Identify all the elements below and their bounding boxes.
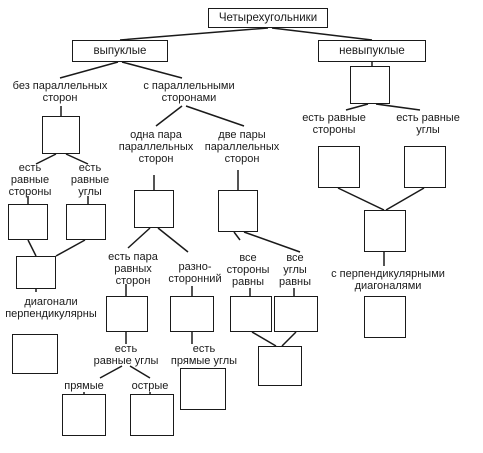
label-one-pair-parallel: одна пара параллельных сторон <box>118 129 194 165</box>
figure-box-kite-cross <box>16 256 56 289</box>
figure-box-nonconvex-merge <box>364 210 406 252</box>
label-acute: острые <box>131 380 169 392</box>
figure-box-right-trapezoid <box>180 368 226 410</box>
label-with-parallel-sides: с параллельными сторонами <box>143 80 235 104</box>
figure-box-one-pair <box>134 190 174 228</box>
label-nonconvex-equal-angles: есть равные углы <box>396 112 460 136</box>
figure-box-scalene-trapezoid <box>170 296 214 332</box>
label-diagonals-perpendicular: диагонали перпендикулярны <box>5 296 97 320</box>
figure-box-nonconvex-equal-angles <box>404 146 446 188</box>
figure-box-nonconvex <box>350 66 390 104</box>
figure-box-rectangle <box>274 296 318 332</box>
figure-box-perpendicular-diagonals <box>364 296 406 338</box>
label-scalene: разно- сторонний <box>168 261 222 285</box>
label-right-angles: есть прямые углы <box>170 343 238 367</box>
figure-box-rhombus <box>230 296 272 332</box>
figure-box-right-angles <box>62 394 106 436</box>
nonconvex-box: невыпуклые <box>318 40 426 62</box>
figure-box-diagonals-perpendicular <box>12 334 58 374</box>
label-no-parallel-sides: без параллельных сторон <box>12 80 108 104</box>
figure-box-two-pairs <box>218 190 258 232</box>
root-quadrilaterals-box: Четырехугольники <box>208 8 328 28</box>
figure-box-no-parallel <box>42 116 80 154</box>
label-equal-pair-sides: есть пара равных сторон <box>108 251 158 287</box>
label-all-sides-equal: все стороны равны <box>226 252 270 288</box>
figure-box-acute-angles <box>130 394 174 436</box>
label-equal-angles: есть равные углы <box>70 162 110 198</box>
label-equal-angles-trapezoid: есть равные углы <box>93 343 159 367</box>
label-right: прямые <box>64 380 104 392</box>
figure-box-square <box>258 346 302 386</box>
convex-box: выпуклые <box>72 40 168 62</box>
label-all-angles-equal: все углы равны <box>278 252 312 288</box>
label-two-pairs-parallel: две пары параллельных сторон <box>204 129 280 165</box>
label-nonconvex-equal-sides: есть равные стороны <box>302 112 366 136</box>
label-perpendicular-diagonals: с перпендикулярными диагоналями <box>331 268 445 292</box>
figure-box-nonconvex-equal-sides <box>318 146 360 188</box>
figure-box-isosceles-trapezoid <box>106 296 148 332</box>
figure-box-equal-angles <box>66 204 106 240</box>
figure-box-equal-sides <box>8 204 48 240</box>
label-equal-sides: есть равные стороны <box>8 162 52 198</box>
